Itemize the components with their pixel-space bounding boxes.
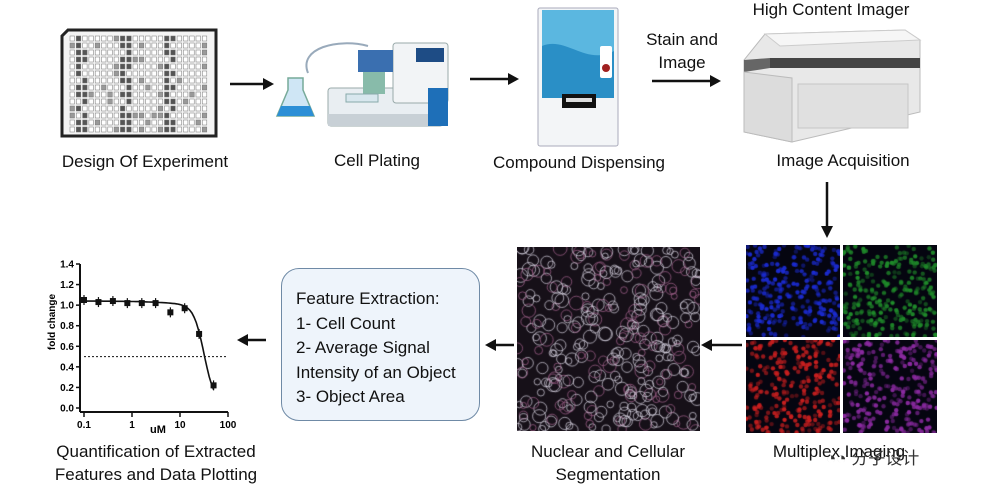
arrow-7: [237, 334, 266, 346]
y-tick-label: 0.2: [60, 383, 74, 394]
arrow-4: [821, 182, 833, 238]
x-tick-label: 100: [220, 420, 237, 431]
dapi-channel-image: [746, 245, 840, 337]
arrow-6: [485, 339, 514, 351]
arrow-1: [230, 78, 274, 90]
fit-curve: [84, 300, 215, 390]
data-point: [109, 298, 116, 305]
imager-title: High Content Imager: [752, 0, 910, 19]
feature-extraction-box: Feature Extraction: 1- Cell Count 2- Ave…: [281, 268, 480, 421]
acquisition-label: Image Acquisition: [776, 151, 910, 170]
segmentation-label-line1: Nuclear and Cellular: [530, 442, 686, 461]
data-point: [167, 309, 174, 316]
dispensing-label: Compound Dispensing: [493, 153, 665, 172]
data-point: [138, 300, 145, 307]
data-point: [95, 299, 102, 306]
stain-label-line1: Stain and: [646, 30, 718, 49]
y-tick-label: 0.4: [60, 362, 74, 373]
y-tick-label: 0.8: [60, 321, 74, 332]
y-tick-label: 1.4: [60, 260, 74, 271]
x-tick-label: 10: [174, 420, 186, 431]
cell-plating-machine-illustration: [275, 42, 449, 127]
y-tick-label: 0.0: [60, 404, 74, 415]
y-axis-label: fold change: [47, 294, 58, 351]
feature-item: 1- Cell Count: [296, 313, 396, 333]
quant-label-line1: Quantification of Extracted: [56, 442, 256, 461]
x-tick-label: 1: [129, 420, 135, 431]
watermark: ◔◔ 分子设计: [826, 449, 920, 468]
arrow-2: [470, 73, 519, 85]
multiplex-label: Multiplex Imaging: [772, 442, 906, 461]
well-plate-illustration: [60, 28, 218, 138]
stain-label-line2: Image: [658, 53, 706, 72]
green-channel-image: [843, 245, 937, 337]
multiplex-panels: [746, 245, 937, 433]
data-point: [210, 382, 217, 389]
compound-dispenser-illustration: [537, 7, 619, 147]
wechat-icon: ◔◔: [826, 449, 852, 468]
feature-item: Intensity of an Object: [296, 362, 456, 382]
data-point: [181, 305, 188, 312]
feature-item: 3- Object Area: [296, 387, 405, 406]
data-point: [196, 330, 203, 337]
quant-label-line2: Features and Data Plotting: [54, 465, 258, 484]
arrow-5: [701, 339, 742, 351]
data-point: [152, 300, 159, 307]
cell-plating-label: Cell Plating: [334, 151, 420, 170]
design-label: Design Of Experiment: [61, 152, 229, 171]
feature-item: 2- Average Signal: [296, 338, 430, 357]
x-axis-label: uM: [150, 424, 166, 436]
y-tick-label: 1.2: [60, 280, 74, 291]
arrow-3: [652, 75, 721, 87]
data-point: [124, 300, 131, 307]
y-tick-label: 0.6: [60, 342, 74, 353]
y-tick-label: 1.0: [60, 301, 74, 312]
feature-title: Feature Extraction:: [296, 289, 440, 308]
high-content-imager-illustration: [743, 29, 922, 143]
purple-channel-image: [843, 340, 937, 433]
segmentation-label-line2: Segmentation: [555, 465, 661, 484]
dose-response-chart: 0.0 0.2 0.4 0.6 0.8 1.0 1.2 1.4 0.1 1 10 100 uM fol…: [47, 260, 237, 437]
red-channel-image: [746, 340, 840, 433]
segmentation-image: [517, 247, 700, 431]
data-point: [81, 297, 87, 303]
x-tick-label: 0.1: [77, 420, 91, 431]
